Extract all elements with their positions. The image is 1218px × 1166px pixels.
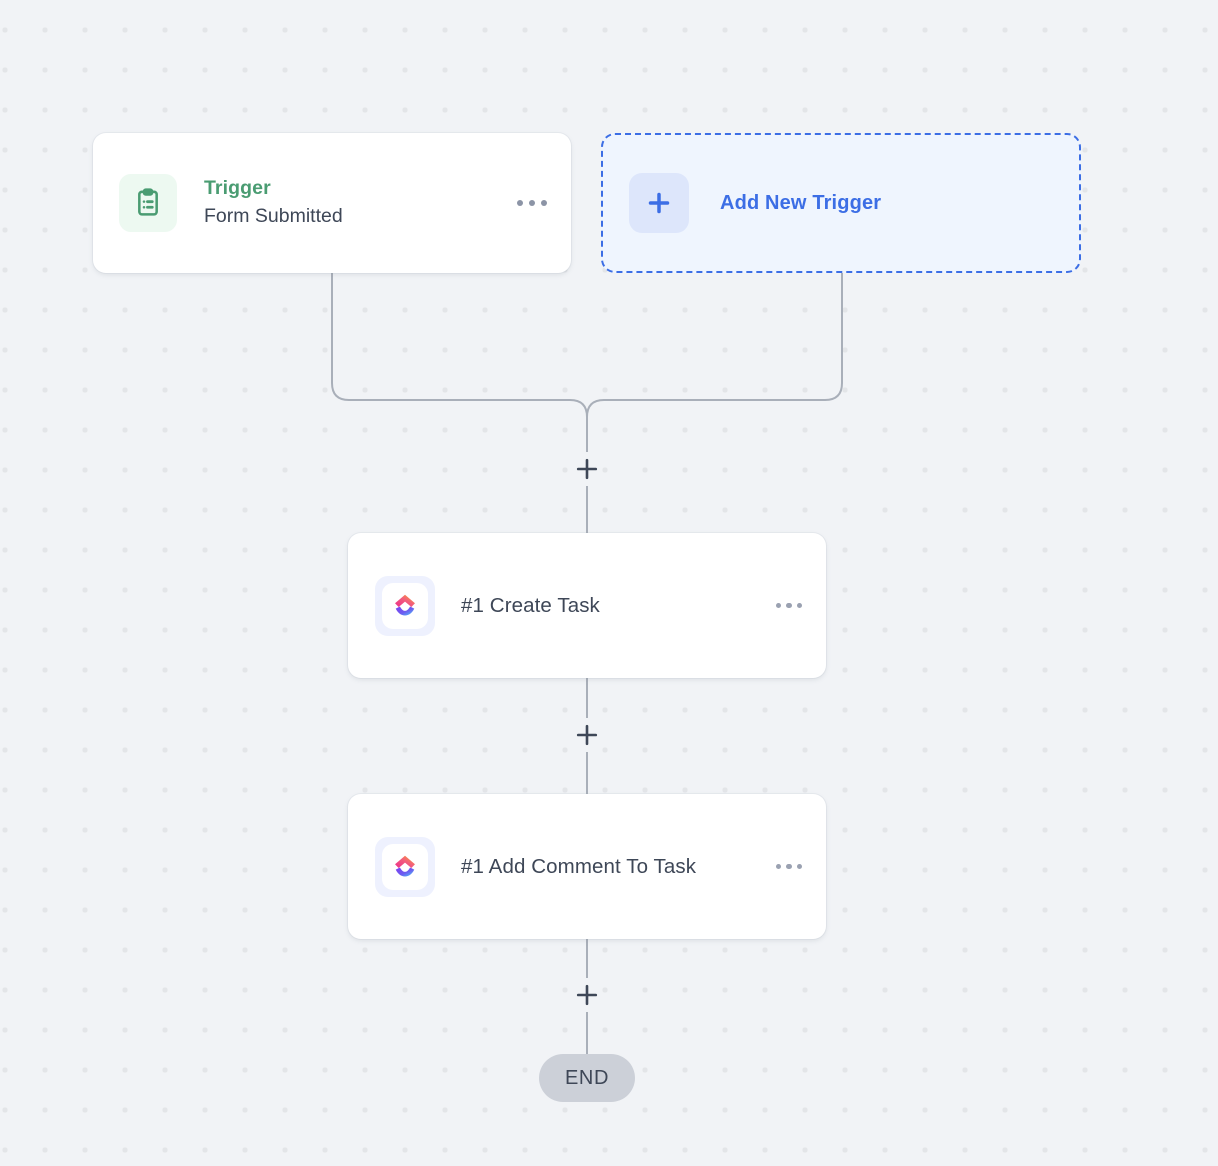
action-kebab-menu-icon[interactable] bbox=[774, 597, 805, 615]
add-new-trigger-label: Add New Trigger bbox=[720, 191, 882, 214]
action-node-card[interactable]: #1 Create Task bbox=[348, 533, 826, 678]
kebab-dot bbox=[529, 200, 535, 206]
kebab-dot bbox=[775, 863, 781, 870]
clickup-logo-inner bbox=[382, 843, 428, 890]
trigger-text-block: Trigger Form Submitted bbox=[204, 176, 515, 229]
clickup-logo-icon bbox=[375, 575, 435, 636]
action-kebab-menu-icon[interactable] bbox=[774, 858, 805, 876]
clickup-logo-icon bbox=[375, 836, 435, 897]
action-node-label: #1 Add Comment To Task bbox=[461, 854, 697, 878]
kebab-dot bbox=[517, 200, 523, 206]
add-step-button[interactable] bbox=[573, 721, 601, 749]
trigger-kebab-menu-icon[interactable] bbox=[515, 194, 549, 212]
kebab-dot bbox=[796, 863, 802, 870]
trigger-kind-label: Trigger bbox=[204, 177, 271, 200]
kebab-dot bbox=[796, 602, 802, 609]
clickup-logo-inner bbox=[382, 582, 428, 629]
kebab-dot bbox=[786, 602, 792, 609]
trigger-name-label: Form Submitted bbox=[204, 205, 343, 228]
kebab-dot bbox=[786, 863, 792, 870]
trigger-node-card[interactable]: Trigger Form Submitted bbox=[93, 133, 571, 273]
connector-add-trigger-to-merge bbox=[586, 273, 843, 452]
add-step-button[interactable] bbox=[573, 981, 601, 1009]
end-node-badge: END bbox=[539, 1054, 635, 1102]
action-node-card[interactable]: #1 Add Comment To Task bbox=[348, 794, 826, 939]
clipboard-list-icon bbox=[119, 174, 177, 232]
kebab-dot bbox=[541, 200, 547, 206]
action-node-label: #1 Create Task bbox=[461, 593, 600, 617]
kebab-dot bbox=[775, 602, 781, 609]
add-step-button[interactable] bbox=[573, 455, 601, 483]
plus-icon bbox=[629, 173, 689, 233]
connector-trigger-to-merge bbox=[331, 273, 588, 452]
add-new-trigger-button[interactable]: Add New Trigger bbox=[601, 133, 1081, 273]
